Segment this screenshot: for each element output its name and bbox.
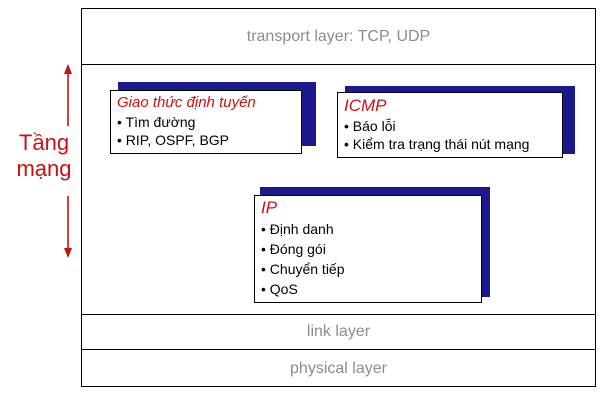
ip-box-panel: IP • Định danh • Đóng gói • Chuyển tiếp …	[254, 195, 482, 303]
network-layer-label: Tầng mạng	[8, 130, 80, 182]
ip-item-4: • QoS	[261, 281, 298, 297]
physical-layer-label: physical layer	[290, 359, 387, 377]
routing-item-2: • RIP, OSPF, BGP	[117, 132, 230, 148]
link-layer-band: link layer	[82, 314, 595, 350]
ip-item-2: • Đóng gói	[261, 241, 326, 257]
physical-layer-band: physical layer	[82, 350, 595, 387]
routing-box-title: Giao thức định tuyến	[117, 94, 256, 111]
arrow-down-icon	[64, 196, 72, 258]
routing-box-panel: Giao thức định tuyến • Tìm đường • RIP, …	[110, 90, 302, 154]
link-layer-label: link layer	[306, 323, 371, 340]
network-layer-label-line2: mạng	[16, 156, 72, 181]
ip-box-title: IP	[261, 198, 278, 217]
arrow-up-icon	[64, 64, 72, 126]
icmp-item-2: • Kiểm tra trạng thái nút mạng	[344, 136, 530, 152]
network-layer-label-line1: Tầng	[18, 130, 70, 155]
icmp-box-panel: ICMP • Báo lỗi • Kiểm tra trạng thái nút…	[337, 92, 563, 158]
routing-item-1: • Tìm đường	[117, 114, 196, 130]
transport-layer-band: transport layer: TCP, UDP	[82, 9, 595, 65]
ip-item-1: • Định danh	[261, 221, 334, 237]
ip-item-3: • Chuyển tiếp	[261, 261, 345, 277]
icmp-item-1: • Báo lỗi	[344, 118, 396, 134]
icmp-box-title: ICMP	[344, 96, 387, 115]
transport-layer-label: transport layer: TCP, UDP	[246, 27, 431, 45]
